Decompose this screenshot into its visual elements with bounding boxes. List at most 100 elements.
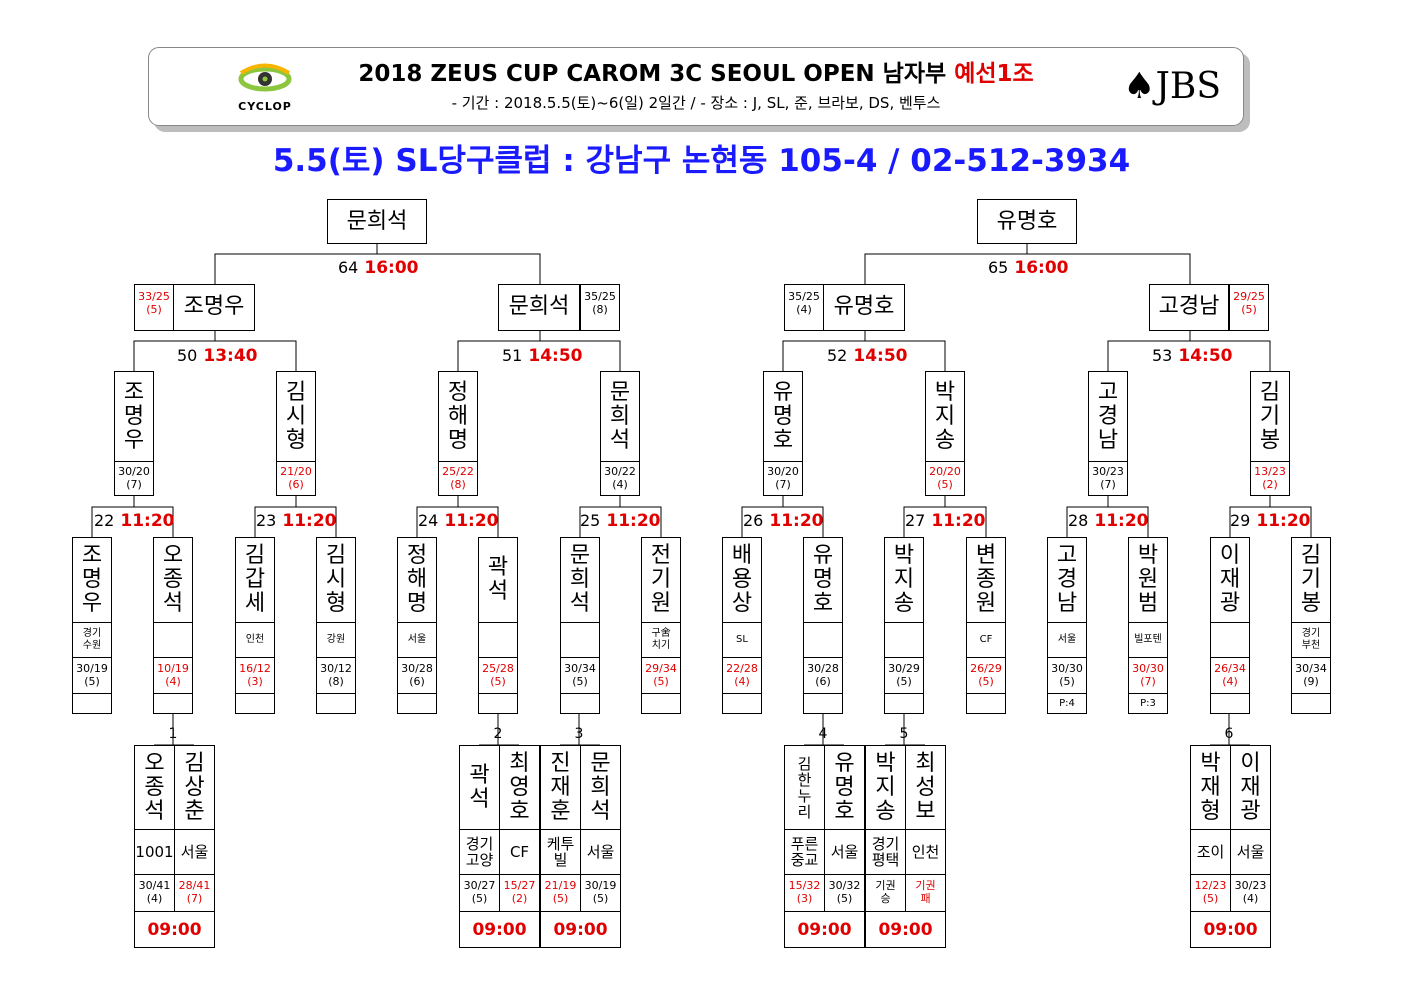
score-value: 29/34 xyxy=(645,662,677,675)
extra-note xyxy=(722,693,762,714)
player-region: 조이 xyxy=(1190,829,1231,875)
quarter-player-box: 고경남 xyxy=(1088,371,1128,462)
player-name: 고경남 xyxy=(1056,543,1078,616)
player-name: 김갑세 xyxy=(244,543,266,616)
first-round-match-time: 09:00 xyxy=(540,911,621,948)
first-round-score: 30/23(4) xyxy=(1230,874,1271,912)
score-value: 30/19 xyxy=(584,879,617,892)
player-region xyxy=(1210,622,1250,658)
score-value: 10/19 xyxy=(157,662,189,675)
extra-note xyxy=(803,693,843,714)
semifinal-score: 35/25(8) xyxy=(580,284,620,331)
player-region: 인천 xyxy=(905,829,946,875)
score-value: 20/20 xyxy=(929,465,961,478)
bracket-connector xyxy=(457,340,621,371)
quarter-player-box: 김시형 xyxy=(276,371,316,462)
score-value: 26/29 xyxy=(970,662,1002,675)
first-round-match-time: 09:00 xyxy=(784,911,865,948)
extra-note: P:4 xyxy=(1047,693,1087,714)
innings-value: (8) xyxy=(592,303,608,316)
score-value: 30/23 xyxy=(1234,879,1267,892)
player-name: 김한누리 xyxy=(797,754,812,821)
match-time: 14:50 xyxy=(528,346,583,366)
player-name: 박지송 xyxy=(893,543,915,616)
first-round-player-box: 최성보 xyxy=(905,745,946,830)
innings-value: (4) xyxy=(734,675,750,688)
player-name: 최성보 xyxy=(915,750,936,824)
match-number: 50 xyxy=(177,346,198,365)
first-round-score: 12/23(5) xyxy=(1190,874,1231,912)
player-name: 유명호 xyxy=(834,750,855,824)
first-round-player-box: 이재광 xyxy=(1230,745,1271,830)
player-region: SL xyxy=(722,622,762,658)
innings-value: (5) xyxy=(146,303,162,316)
extra-note xyxy=(316,693,356,714)
first-round-player-box: 김상춘 xyxy=(174,745,215,830)
player-name: 곽석 xyxy=(469,762,490,812)
r16-player-box: 정해명 xyxy=(397,537,437,623)
r16-score: 30/29(5) xyxy=(884,657,924,694)
player-region xyxy=(153,622,193,658)
player-region: 서울 xyxy=(824,829,865,875)
player-region xyxy=(478,622,518,658)
player-name: 문희석 xyxy=(609,379,631,453)
player-name: 이재광 xyxy=(1240,750,1261,824)
player-name: 박원범 xyxy=(1137,543,1159,616)
first-round-match-number: 2 xyxy=(493,726,503,742)
innings-value: (4) xyxy=(146,892,163,905)
score-value: 30/34 xyxy=(564,662,596,675)
score-value: 28/41 xyxy=(178,879,211,892)
r16-score: 26/29(5) xyxy=(966,657,1006,694)
extra-note xyxy=(72,693,112,714)
player-name: 유명호 xyxy=(812,543,834,616)
score-value: 30/20 xyxy=(767,465,799,478)
innings-value: (2) xyxy=(1262,478,1278,491)
first-round-match-time: 09:00 xyxy=(1190,911,1271,948)
score-value: 30/29 xyxy=(888,662,920,675)
r16-player-box: 변종원 xyxy=(966,537,1006,623)
innings-value: (5) xyxy=(471,892,488,905)
r16-player-box: 박지송 xyxy=(884,537,924,623)
first-round-score: 30/32(5) xyxy=(824,874,865,912)
r16-player-box: 박원범 xyxy=(1128,537,1168,623)
first-round-player-box: 문희석 xyxy=(580,745,621,830)
score-value: 29/25 xyxy=(1233,290,1265,303)
r16-score: 30/28(6) xyxy=(397,657,437,694)
semifinal-score: 35/25(4) xyxy=(784,284,824,331)
score-value: 15/32 xyxy=(788,879,821,892)
player-name: 김기봉 xyxy=(1300,543,1322,616)
r16-score: 30/34(5) xyxy=(560,657,600,694)
player-name: 김시형 xyxy=(325,543,347,616)
innings-value: (5) xyxy=(84,675,100,688)
header-banner: CYCLOP 2018 ZEUS CUP CAROM 3C SEOUL OPEN… xyxy=(148,47,1244,126)
cyclop-logo-text: CYCLOP xyxy=(238,100,292,113)
innings-value: (5) xyxy=(896,675,912,688)
match-time: 14:50 xyxy=(1178,346,1233,366)
score-value: 21/19 xyxy=(544,879,577,892)
match-number: 53 xyxy=(1152,346,1173,365)
score-value: 21/20 xyxy=(280,465,312,478)
player-name: 진재훈 xyxy=(550,750,571,824)
match-number: 26 xyxy=(743,511,764,530)
player-name: 배용상 xyxy=(731,543,753,616)
r16-player-box: 전기원 xyxy=(641,537,681,623)
player-region: 서울 xyxy=(1047,622,1087,658)
match-time: 13:40 xyxy=(203,346,258,366)
bracket-connector xyxy=(741,506,824,537)
semifinal-score: 33/25(5) xyxy=(134,284,174,331)
score-value: 30/23 xyxy=(1092,465,1124,478)
r16-player-box: 문희석 xyxy=(560,537,600,623)
title-group: 예선1조 xyxy=(954,61,1034,87)
innings-value: (7) xyxy=(186,892,203,905)
innings-value: (2) xyxy=(511,892,528,905)
bracket-connector xyxy=(91,506,174,537)
innings-value: (7) xyxy=(1100,478,1116,491)
innings-value: (3) xyxy=(796,892,813,905)
player-region xyxy=(884,622,924,658)
innings-value: (8) xyxy=(328,675,344,688)
match-time: 14:50 xyxy=(853,346,908,366)
